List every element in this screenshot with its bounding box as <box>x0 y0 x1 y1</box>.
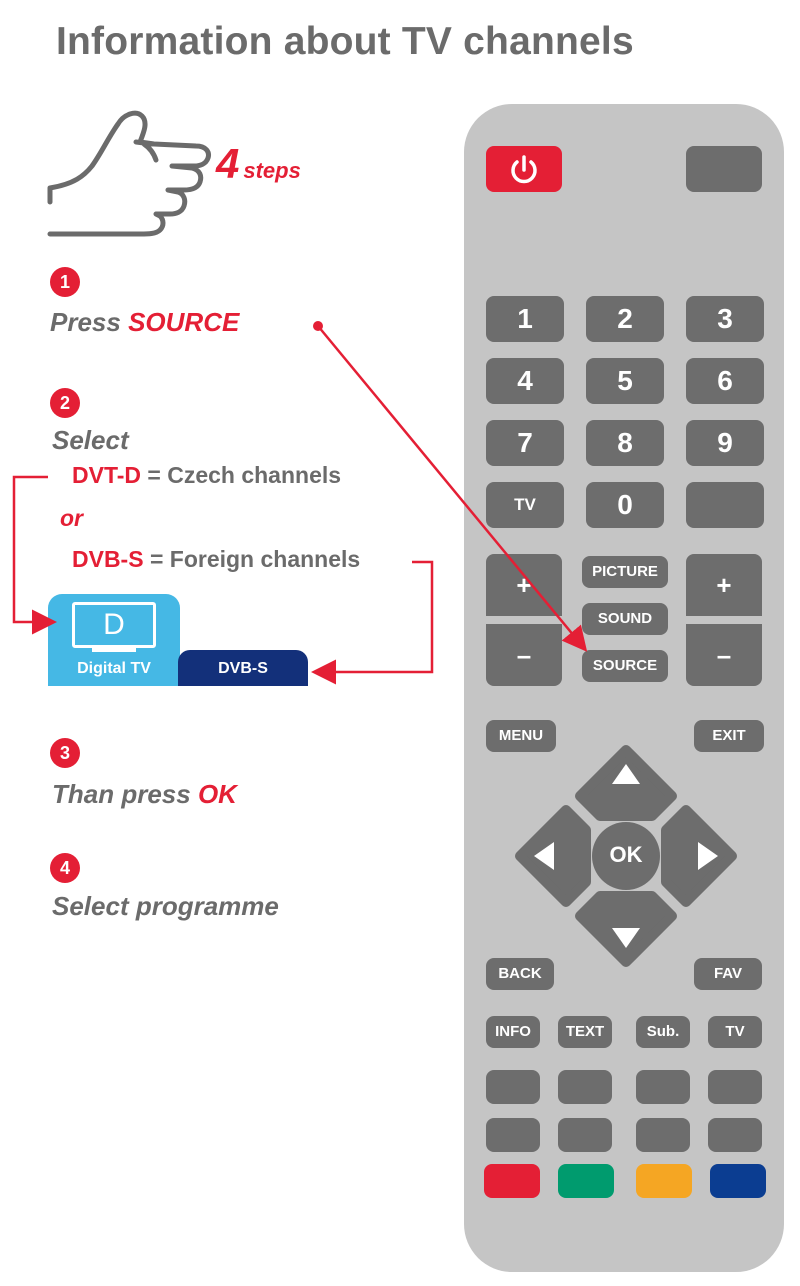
steps-word: steps <box>243 158 301 183</box>
step-3-text: Than press OK <box>52 779 237 810</box>
picture-button[interactable]: PICTURE <box>582 556 668 588</box>
option-dvt-d-code: DVT-D <box>72 462 141 488</box>
arrow-left-icon <box>534 842 554 870</box>
blank-button-row1-1[interactable] <box>486 1070 540 1104</box>
number-button-2[interactable]: 2 <box>586 296 664 342</box>
arrow-up-icon <box>612 764 640 784</box>
text-button[interactable]: TEXT <box>558 1016 612 1048</box>
back-button[interactable]: BACK <box>486 958 554 990</box>
blank-button-row1-3[interactable] <box>636 1070 690 1104</box>
step-4-text: Select programme <box>52 891 279 921</box>
ok-button[interactable] <box>592 822 660 890</box>
power-button[interactable] <box>486 146 562 192</box>
blank-button-row1-2[interactable] <box>558 1070 612 1104</box>
step-1-text-a: Press <box>50 307 129 337</box>
number-button-6[interactable]: 6 <box>686 358 764 404</box>
sound-button[interactable]: SOUND <box>582 603 668 635</box>
number-button-0[interactable]: 0 <box>586 482 664 528</box>
option-dvt-d: DVT-D = Czech channels <box>72 462 341 489</box>
dvt-d-arrow <box>12 475 57 635</box>
channel-up-button[interactable]: + <box>686 554 762 616</box>
number-button-3[interactable]: 3 <box>686 296 764 342</box>
option-dvb-s-text: = Foreign channels <box>143 546 361 572</box>
option-dvb-s: DVB-S = Foreign channels <box>72 546 360 573</box>
option-dvt-d-text: = Czech channels <box>141 462 342 488</box>
exit-button[interactable]: EXIT <box>694 720 764 752</box>
blank-button[interactable] <box>686 482 764 528</box>
option-dvb-s-code: DVB-S <box>72 546 144 572</box>
tv-button[interactable]: TV <box>486 482 564 528</box>
step-3-text-a: Than press <box>52 779 198 809</box>
or-label: or <box>60 505 83 531</box>
number-button-4[interactable]: 4 <box>486 358 564 404</box>
step-2-number: 2 <box>50 388 80 418</box>
blank-button-row2-4[interactable] <box>708 1118 762 1152</box>
number-button-7[interactable]: 7 <box>486 420 564 466</box>
number-button-9[interactable]: 9 <box>686 420 764 466</box>
step-4-number: 4 <box>50 853 80 883</box>
page-title: Information about TV channels <box>56 20 634 63</box>
dvb-s-tab: DVB-S <box>178 650 308 686</box>
blue-button[interactable] <box>710 1164 766 1198</box>
steps-count: 4 <box>216 140 240 187</box>
navigation-pad <box>515 745 737 967</box>
fav-button[interactable]: FAV <box>694 958 762 990</box>
tv-screen-icon: D <box>72 602 156 648</box>
ok-label: OK <box>609 842 643 867</box>
power-icon <box>511 155 537 184</box>
tv-guide-button[interactable]: TV <box>708 1016 762 1048</box>
step-3-ok-word: OK <box>197 779 237 809</box>
source-button[interactable]: SOURCE <box>582 650 668 682</box>
yellow-button[interactable] <box>636 1164 692 1198</box>
step-1-number: 1 <box>50 267 80 297</box>
number-button-5[interactable]: 5 <box>586 358 664 404</box>
blank-button-row2-3[interactable] <box>636 1118 690 1152</box>
blank-button-row2-2[interactable] <box>558 1118 612 1152</box>
blank-button-row1-4[interactable] <box>708 1070 762 1104</box>
green-button[interactable] <box>558 1164 614 1198</box>
subtitle-button[interactable]: Sub. <box>636 1016 690 1048</box>
dvb-s-arrow <box>311 560 434 685</box>
info-button[interactable]: INFO <box>486 1016 540 1048</box>
number-button-1[interactable]: 1 <box>486 296 564 342</box>
digital-tv-tab: D Digital TV <box>48 594 180 686</box>
channel-down-button[interactable]: – <box>686 624 762 686</box>
blank-button-row2-1[interactable] <box>486 1118 540 1152</box>
step-3-number: 3 <box>50 738 80 768</box>
source-pointer-arrow <box>317 325 588 652</box>
hand-pointing-icon <box>47 110 211 237</box>
menu-button[interactable]: MENU <box>486 720 556 752</box>
digital-tv-label: Digital TV <box>77 660 151 677</box>
step-1-text: Press SOURCE <box>50 307 239 338</box>
step-1-source-word: SOURCE <box>128 307 240 337</box>
arrow-right-icon <box>698 842 718 870</box>
number-button-8[interactable]: 8 <box>586 420 664 466</box>
blank-top-button[interactable] <box>686 146 762 192</box>
tv-stand <box>92 648 136 652</box>
red-button[interactable] <box>484 1164 540 1198</box>
volume-down-button[interactable]: – <box>486 624 562 686</box>
arrow-down-icon <box>612 928 640 948</box>
step-2-text: Select <box>52 425 129 455</box>
